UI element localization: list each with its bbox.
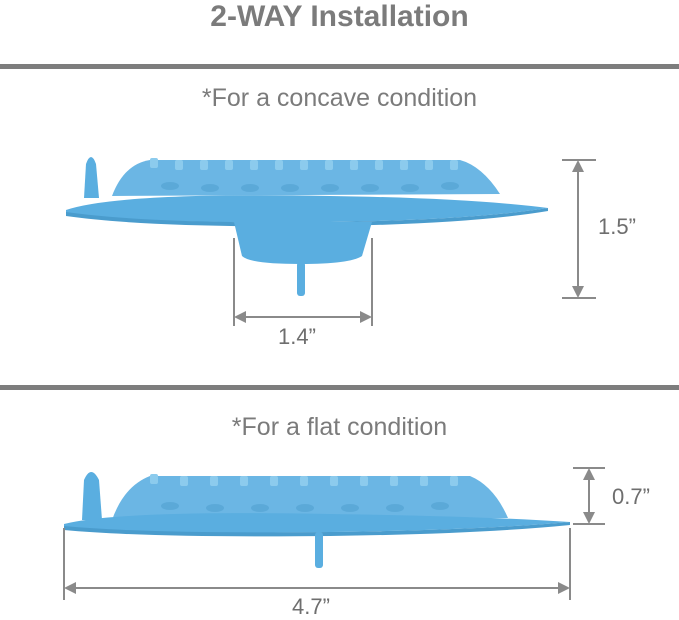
dim-concave-height: [562, 159, 596, 299]
dim-concave-stem-width: [233, 238, 373, 326]
dim-flat-height: [573, 467, 605, 525]
section-divider-top: [0, 64, 679, 69]
dim-label-flat-width: 4.7”: [292, 594, 330, 619]
strainer-concave: [66, 157, 548, 296]
section-divider-middle: [0, 385, 679, 390]
caption-flat: *For a flat condition: [231, 413, 448, 441]
dim-label-concave-height: 1.5”: [598, 214, 636, 239]
dim-label-flat-height: 0.7”: [612, 484, 650, 509]
dim-label-concave-stem-width: 1.4”: [278, 324, 316, 349]
dim-flat-width: [63, 528, 571, 600]
caption-concave: *For a concave condition: [201, 84, 478, 112]
page-title: 2-WAY Installation: [210, 0, 469, 33]
strainer-flat: [64, 472, 570, 568]
